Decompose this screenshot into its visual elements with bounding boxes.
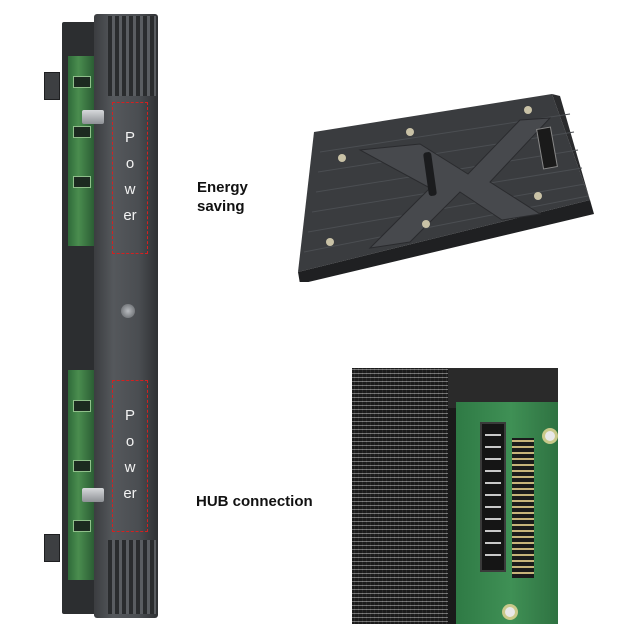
- mount-hole: [502, 604, 518, 620]
- cabinet-cooling-fins-top: [108, 16, 156, 96]
- center-screw: [121, 304, 135, 318]
- mount-hole: [542, 428, 558, 444]
- lock-clip: [82, 110, 104, 124]
- pcb-chip: [73, 76, 91, 88]
- led-pixel-grid-overlay: [352, 368, 448, 624]
- pcb-chip: [73, 460, 91, 472]
- power-letters: Power: [123, 129, 137, 224]
- power-area-top: Power: [112, 102, 148, 254]
- hub-connector: [480, 422, 506, 572]
- power-area-bottom: Power: [112, 380, 148, 532]
- power-letters: Power: [123, 407, 137, 502]
- hub-housing-corner: [448, 368, 558, 408]
- energy-line-1: Energy: [197, 179, 248, 196]
- mount-bracket: [44, 534, 60, 562]
- lock-clip: [82, 488, 104, 502]
- hub-pin-header: [512, 438, 534, 578]
- energy-line-2: saving: [197, 198, 245, 215]
- led-module-back: [290, 92, 620, 284]
- pcb-chip: [73, 126, 91, 138]
- power-label-bottom: Power: [113, 403, 147, 507]
- mount-bracket: [44, 72, 60, 100]
- cabinet-pcb-top: [68, 56, 94, 246]
- energy-saving-label: Energy saving: [197, 178, 248, 216]
- module-illustration: [298, 94, 594, 284]
- hub-photo: [352, 368, 558, 624]
- hub-connection-label: HUB connection: [196, 493, 313, 510]
- hub-board: [456, 402, 558, 624]
- pcb-chip: [73, 176, 91, 188]
- power-label-top: Power: [113, 125, 147, 229]
- cabinet-cooling-fins-bottom: [108, 540, 156, 614]
- pcb-chip: [73, 520, 91, 532]
- pcb-chip: [73, 400, 91, 412]
- cabinet-pcb-bottom: [68, 370, 94, 580]
